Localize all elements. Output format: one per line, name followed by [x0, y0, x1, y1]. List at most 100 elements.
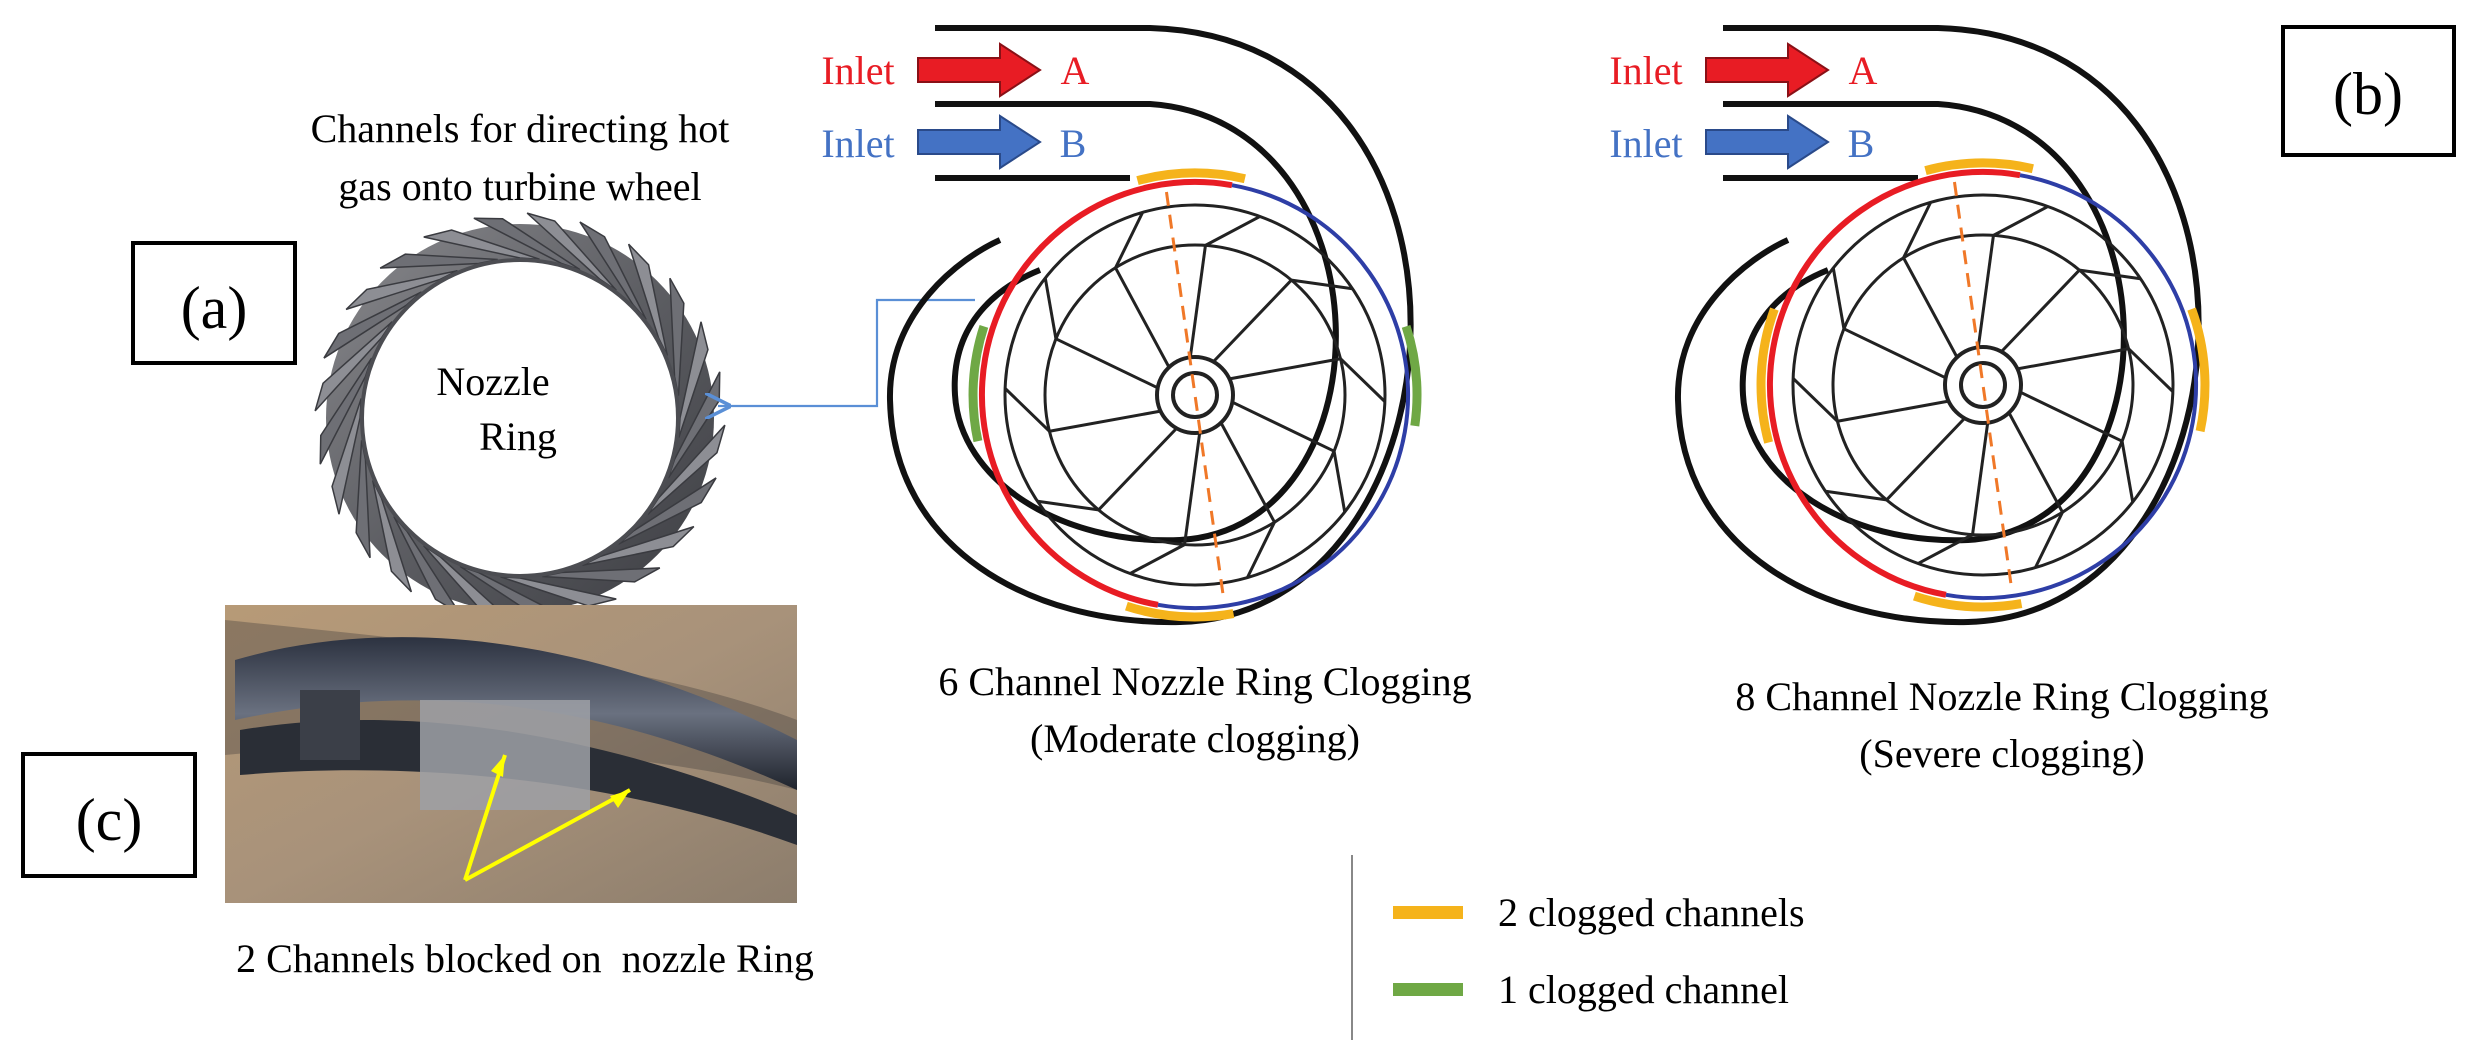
wheel-blade [1995, 269, 2081, 358]
panel-c-caption: 2 Channels blocked on nozzle Ring [236, 936, 814, 981]
inlet-b-arrow [917, 114, 1042, 170]
wheel-blade [2014, 388, 2123, 443]
wheel-blade [1049, 408, 1168, 433]
wheel-inner-ring [1791, 193, 2175, 577]
ring-arc-blue [1157, 183, 1411, 611]
wheel-blade [1843, 327, 1952, 382]
clog-arc-one-left [968, 325, 989, 443]
wheel-vane [1114, 211, 1144, 269]
panel-c: (c) 2 Channels blocked on nozzle Ring [21, 605, 814, 981]
turbine-wheel-severe [1756, 158, 2210, 612]
volute-moderate [886, 25, 1414, 626]
wheel-blade [1902, 257, 1962, 364]
wheel-blade [1971, 416, 1991, 535]
inlet-b-label: Inlet [821, 121, 894, 166]
wheel-vane [1037, 499, 1099, 512]
panel-a-caption-line1: Channels for directing hot [311, 106, 730, 151]
wheel-blade [1222, 357, 1341, 382]
ring-arc-red [1766, 168, 2021, 598]
wheel-blade [1837, 398, 1956, 423]
diagram-moderate-caption-line1: 6 Channel Nozzle Ring Clogging [938, 659, 1471, 704]
legend-swatch-two [1393, 906, 1463, 919]
diagram-severe: Inlet A Inlet B (b) 8 Channel Nozzle Rin… [1609, 25, 2456, 776]
turbine-wheel-moderate [968, 168, 1422, 622]
wheel-vane [1917, 533, 1974, 565]
wheel-vane [1129, 543, 1186, 575]
wheel-vane [1902, 201, 1932, 259]
wheel-vane [2079, 268, 2141, 281]
inlet-a-arrow [1705, 42, 1830, 98]
wheel-rim [1831, 233, 2135, 537]
inlet-a-label: Inlet [1609, 48, 1682, 93]
pointer-arrow [718, 298, 975, 406]
inlet-b-moderate: Inlet B [821, 114, 1087, 170]
wheel-blade [1187, 245, 1207, 364]
wheel-inner-ring [1003, 203, 1387, 587]
panel-a-label: (a) [181, 275, 248, 341]
ring-arc-red [978, 178, 1233, 608]
wheel-vane [2120, 440, 2135, 503]
panel-c-label-box [21, 752, 197, 878]
inlet-b-arrow [1705, 114, 1830, 170]
clog-arc-one-right [1401, 325, 1422, 427]
wheel-blade [1097, 422, 1183, 511]
legend-item-one-clogged: 1 clogged channel [1393, 967, 1789, 1012]
inlet-a-moderate: Inlet A [821, 42, 1090, 98]
clog-arc-two-right [2187, 307, 2210, 433]
wheel-vane [1831, 267, 1846, 330]
panel-a-label-box [131, 241, 297, 365]
ring-arc-blue [1945, 173, 2199, 601]
wheel-vane [1332, 450, 1347, 513]
panel-b-label: (b) [2333, 61, 2403, 127]
clog-arc-two-bottom [1913, 591, 2023, 612]
legend-item-two-clogged: 2 clogged channels [1393, 890, 1805, 935]
inlet-b-letter: B [1060, 121, 1087, 166]
diagram-moderate: Inlet A Inlet B 6 Channel Nozzle Ring Cl… [821, 25, 1472, 761]
wheel-vane [1825, 489, 1887, 502]
wheel-vane [1204, 215, 1261, 247]
volute-severe [1674, 25, 2202, 626]
legend-swatch-one [1393, 983, 1463, 996]
wheel-blade [2010, 347, 2129, 372]
wheel-vane [1043, 277, 1058, 340]
wheel-blade [1207, 279, 1293, 368]
panel-a: Channels for directing hot gas onto turb… [131, 106, 975, 624]
legend-label-one: 1 clogged channel [1498, 967, 1789, 1012]
inlet-b-severe: Inlet B [1609, 114, 1875, 170]
clog-arc-two-left [1756, 307, 1779, 444]
diagram-moderate-caption-line2: (Moderate clogging) [1030, 716, 1360, 761]
wheel-vane [1792, 377, 1839, 423]
wheel-hub-inner [1171, 371, 1219, 419]
inlet-b-letter: B [1848, 121, 1875, 166]
inlet-a-letter: A [1061, 48, 1090, 93]
clog-arc-two-top [1136, 168, 1246, 185]
wheel-vane [2034, 511, 2064, 569]
wheel-blade [1975, 235, 1995, 354]
wheel-blade [1183, 426, 1203, 545]
legend-label-two: 2 clogged channels [1498, 890, 1805, 935]
wheel-vane [1992, 205, 2049, 237]
wheel-blade [1055, 337, 1164, 392]
wheel-vane [1339, 357, 1386, 403]
clog-arc-two-top [1924, 158, 2034, 175]
inlet-b-label: Inlet [1609, 121, 1682, 166]
inlet-a-arrow [917, 42, 1042, 98]
inlet-a-label: Inlet [821, 48, 894, 93]
wheel-blade [1114, 267, 1174, 374]
wheel-blade [1226, 398, 1335, 453]
wheel-vane [1291, 278, 1353, 291]
panel-b-label-box [2281, 25, 2456, 157]
clog-arc-two-bottom [1125, 601, 1235, 622]
nozzle-ring-label-line1: Nozzle [436, 359, 549, 404]
nozzle-ring-label-line2: Ring [479, 414, 557, 459]
diagram-severe-caption-line2: (Severe clogging) [1859, 731, 2144, 776]
panel-c-label: (c) [76, 787, 143, 853]
nozzle-vanes [314, 212, 726, 624]
wheel-rim [1043, 243, 1347, 547]
wheel-vane [2127, 347, 2174, 393]
wheel-vane [1246, 521, 1276, 579]
diagram-severe-caption-line1: 8 Channel Nozzle Ring Clogging [1735, 674, 2268, 719]
panel-a-caption-line2: gas onto turbine wheel [338, 164, 701, 209]
wheel-vane [1004, 387, 1051, 433]
nozzle-ring-image [314, 212, 726, 624]
